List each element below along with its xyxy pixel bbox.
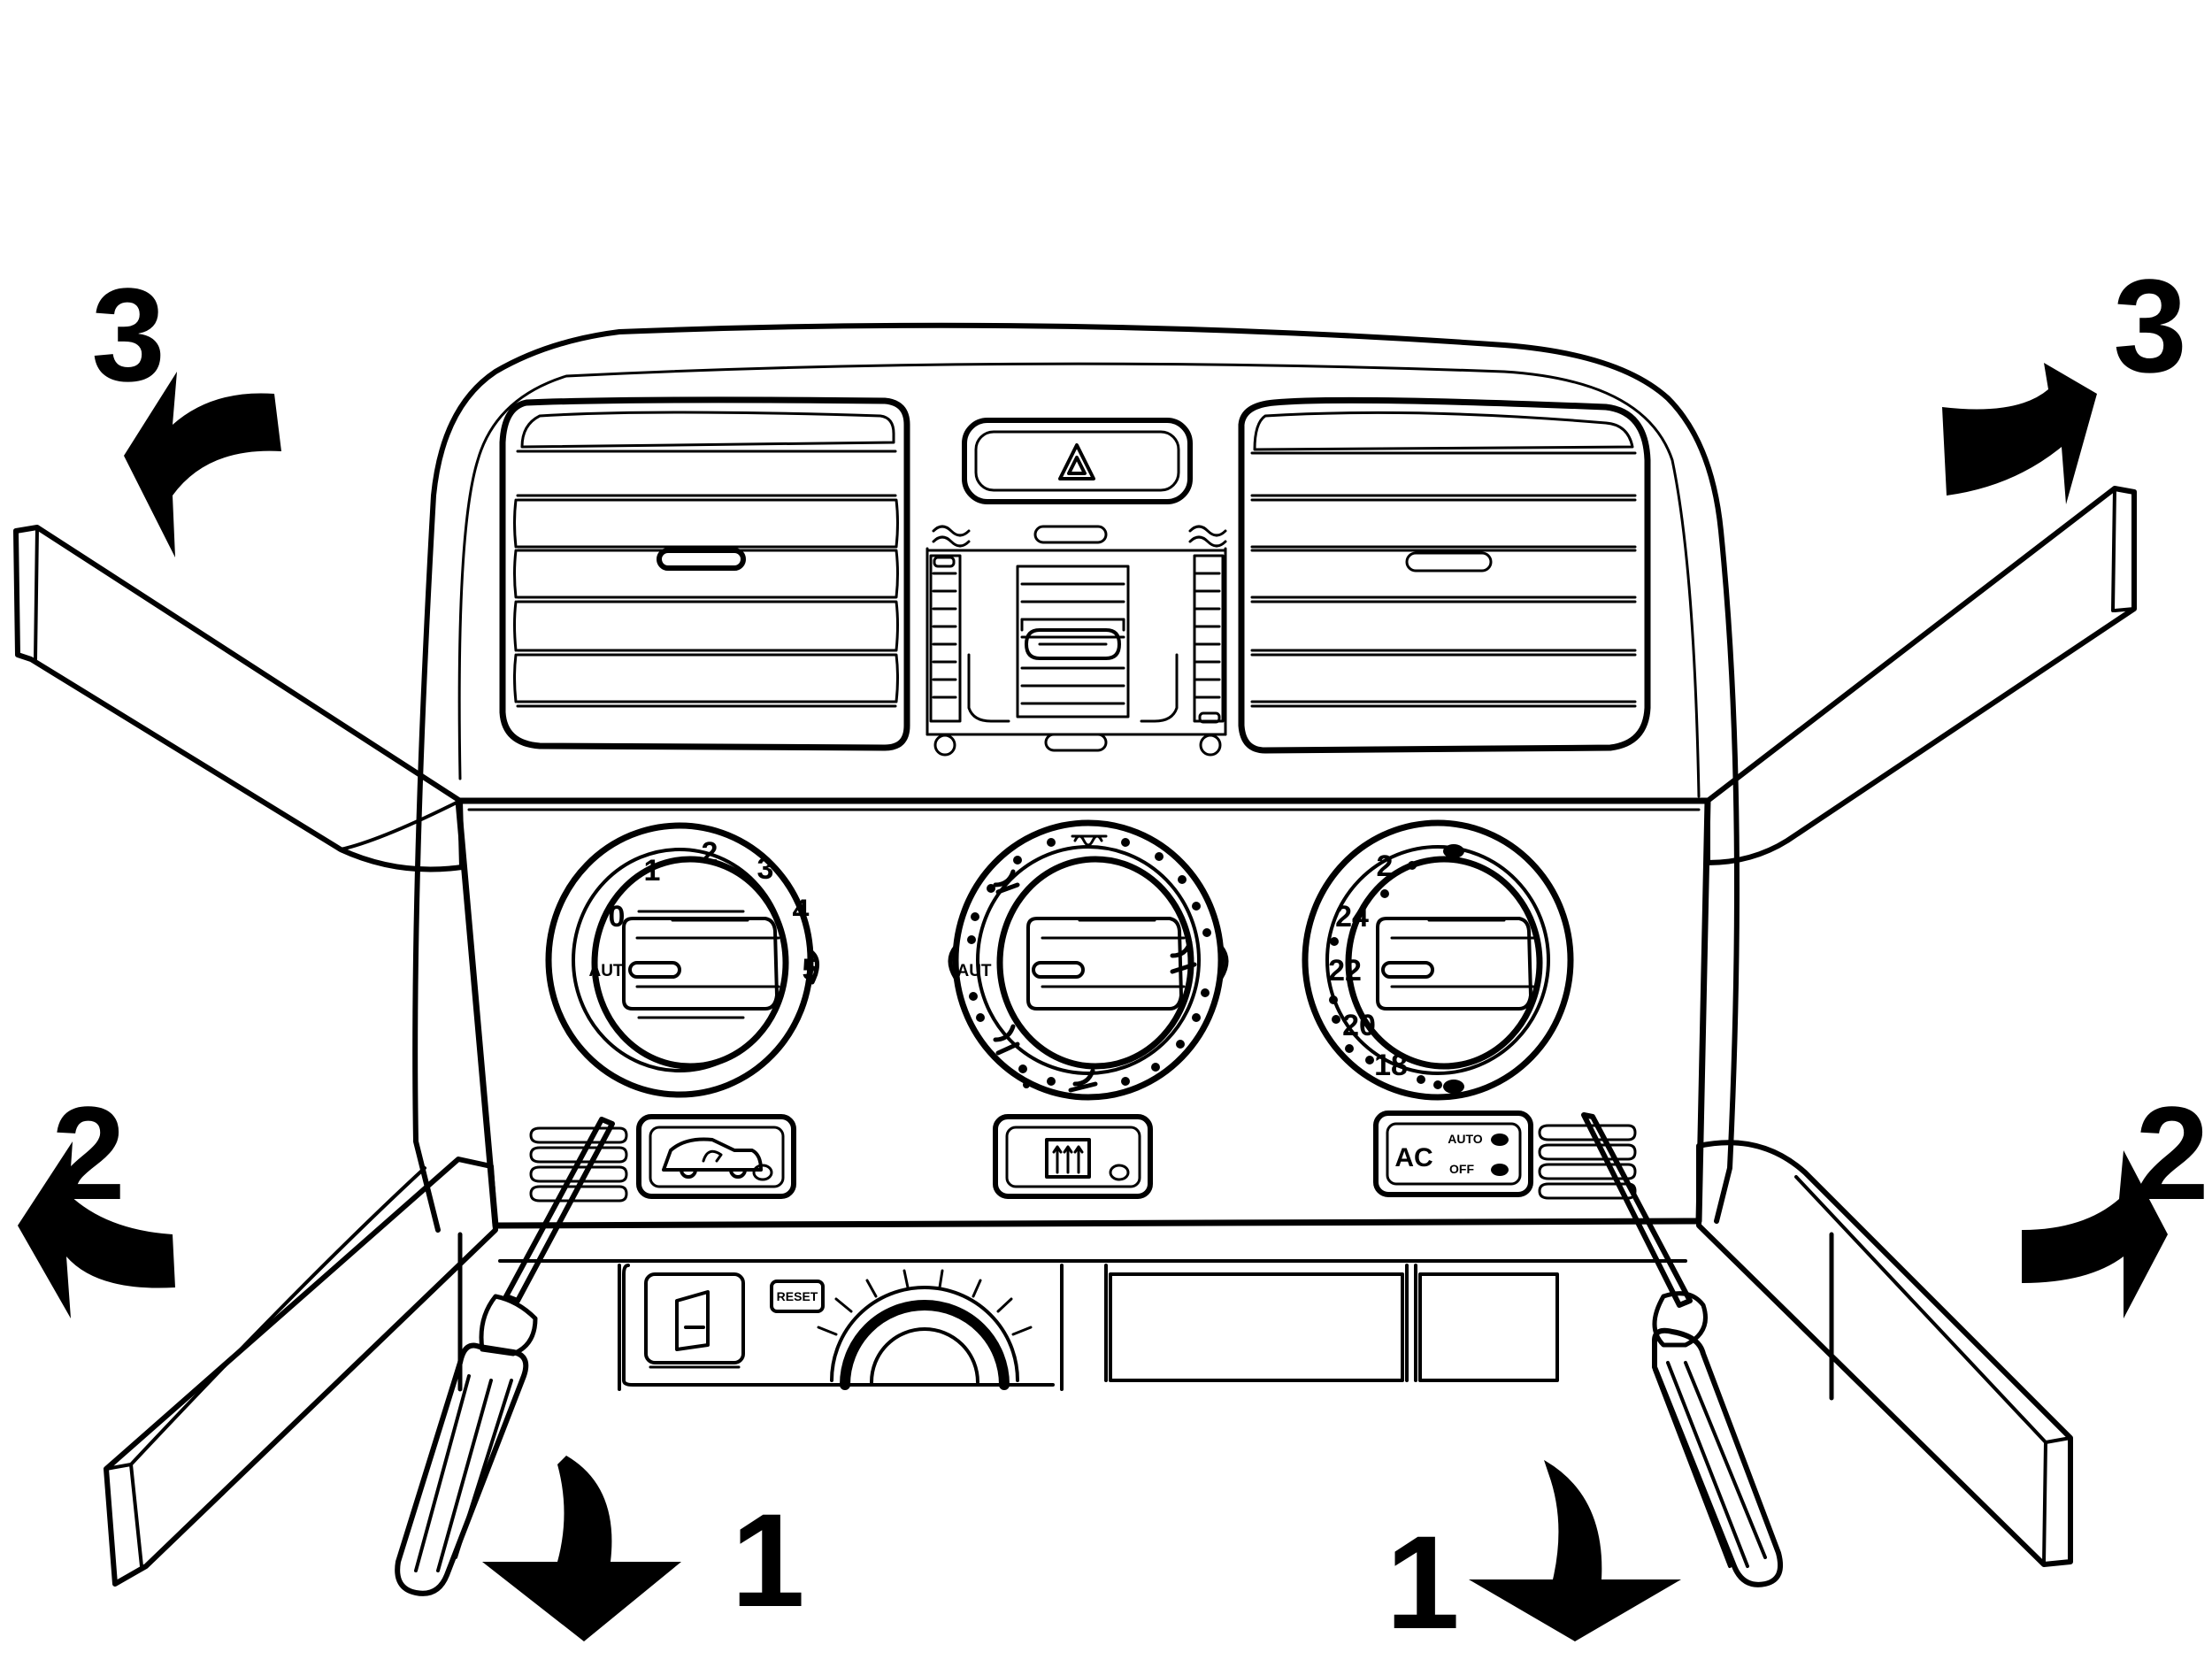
fan-tick-2: 2 (702, 836, 718, 870)
upper-left-trim-strip (13, 525, 465, 872)
temp-tick-24: 24 (1335, 900, 1369, 934)
step-3-left-label: 3 (91, 260, 165, 409)
right-screwdriver (1581, 1112, 1784, 1587)
fascia-shell (412, 322, 1740, 1233)
rear-defrost-icon (1045, 1138, 1091, 1179)
upper-right-trim-strip (1705, 486, 2137, 865)
rear-defrost-button[interactable] (993, 1114, 1153, 1199)
hazard-triangle-icon (1058, 443, 1095, 480)
fan-tick-5: 5 (803, 953, 819, 987)
arrow-2-left (18, 1141, 175, 1318)
air-distribution-dial[interactable]: AUT (948, 819, 1229, 1101)
step-2-left-label: 2 (51, 1079, 125, 1227)
mode-feet-icon (1068, 1068, 1098, 1093)
temp-dial-dots (1329, 861, 1442, 1089)
center-air-vent (926, 525, 1227, 757)
right-vent-tab (1405, 551, 1493, 573)
temp-cold-marker (1443, 844, 1464, 858)
mode-dial-dots (967, 838, 1211, 1088)
hazard-button[interactable] (962, 418, 1193, 504)
mode-windshield-icon (1170, 940, 1197, 974)
right-vent-louvers (1250, 411, 1637, 708)
arrow-3-left (124, 372, 281, 557)
fan-speed-dial[interactable]: 0 1 2 3 4 5 AUT (545, 822, 819, 1098)
fan-tick-1: 1 (644, 854, 661, 888)
vent-module (499, 396, 1651, 757)
left-screwdriver (395, 1117, 615, 1596)
recirculation-arrow-icon (702, 1149, 723, 1163)
temp-tick-high: 2 (1377, 849, 1394, 883)
mode-face-icon (993, 869, 1020, 895)
fan-tick-0: 0 (609, 900, 626, 934)
step-3-right-label: 3 (2113, 251, 2186, 400)
step-2-right-label: 2 (2135, 1079, 2208, 1227)
reset-label: RESET (777, 1289, 818, 1303)
recirculation-button[interactable] (636, 1114, 796, 1199)
left-vent-louvers (513, 411, 899, 708)
ac-auto-indicator (1491, 1134, 1509, 1146)
gauge-segments (817, 1269, 1033, 1336)
ac-auto-label: AUTO (1448, 1132, 1483, 1146)
mode-floor-icon (993, 1024, 1020, 1056)
mode-auto-label: AUT (956, 962, 991, 980)
ac-label: AC (1394, 1143, 1432, 1172)
temp-tick-18: 18 (1374, 1049, 1408, 1082)
step-1-right-label: 1 (1386, 1508, 1459, 1656)
temp-tick-22: 22 (1328, 954, 1362, 988)
ac-button[interactable]: AC AUTO OFF (1373, 1111, 1533, 1197)
temp-tick-20: 20 (1342, 1009, 1376, 1042)
lower-right-trim-strip (1696, 1140, 2073, 1567)
left-air-vent (499, 396, 910, 751)
step-1-left-label: 1 (731, 1486, 804, 1634)
left-vent-tab (657, 548, 746, 571)
arrow-2-right (2022, 1150, 2168, 1318)
lower-dash-background: RESET (457, 1232, 1834, 1401)
temp-hot-marker (1443, 1080, 1464, 1094)
ac-off-label: OFF (1449, 1162, 1474, 1176)
arrow-1-left (482, 1456, 681, 1641)
arrow-3-right (1942, 363, 2097, 504)
fan-auto-label: AUT (588, 962, 623, 980)
recirculation-car-icon (662, 1137, 763, 1179)
fan-tick-3: 3 (757, 852, 774, 886)
right-air-vent (1238, 396, 1651, 754)
arrow-1-right (1469, 1460, 1681, 1641)
fan-tick-4: 4 (793, 894, 810, 927)
lower-left-trim-strip (104, 1157, 498, 1587)
ac-off-indicator (1491, 1164, 1509, 1176)
left-panel-grille (529, 1126, 628, 1203)
temperature-dial[interactable]: 2 24 22 20 18 (1302, 819, 1574, 1101)
